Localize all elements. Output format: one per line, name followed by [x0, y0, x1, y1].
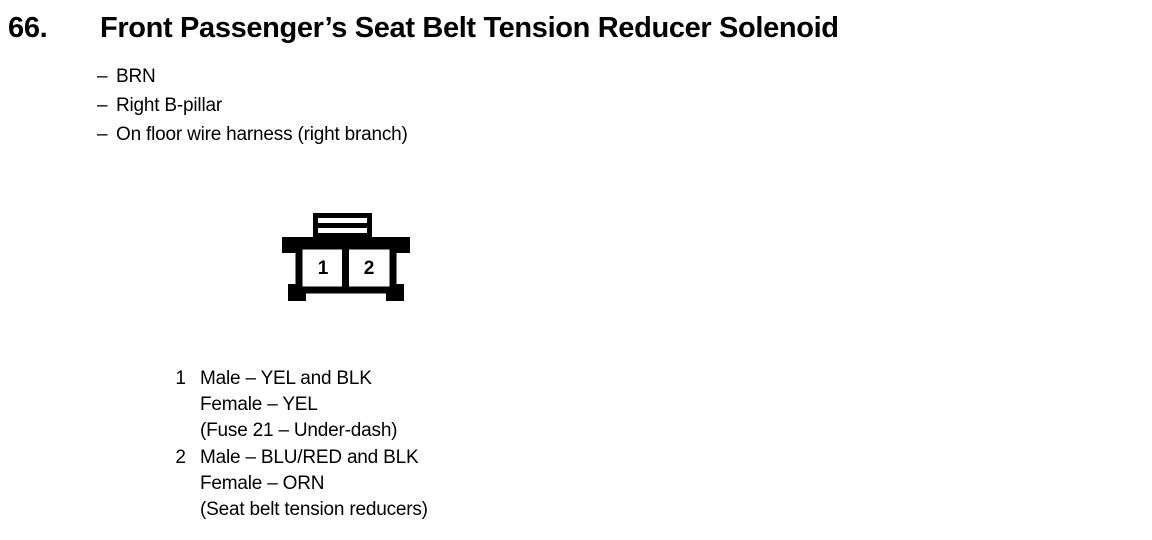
page-title: 66. Front Passenger’s Seat Belt Tension … — [0, 12, 1152, 52]
legend-line-note: (Seat belt tension reducers) — [200, 499, 428, 520]
entry-title-text: Front Passenger’s Seat Belt Tension Redu… — [100, 12, 839, 44]
spec-line: –BRN — [97, 62, 797, 91]
pin-divider — [342, 242, 349, 290]
legend-lines: Male – BLU/RED and BLK Female – ORN (Sea… — [200, 445, 760, 523]
spec-label: On floor wire harness (right branch) — [116, 124, 408, 145]
connector-outline-svg: 1 2 — [282, 213, 410, 301]
legend-line-male: Male – BLU/RED and BLK — [200, 447, 419, 468]
entry-number: 66. — [8, 12, 48, 44]
latch-tab — [313, 213, 372, 239]
legend-line-note: (Fuse 21 – Under-dash) — [200, 420, 398, 441]
legend-line-female: Female – YEL — [200, 394, 318, 415]
spec-label: Right B-pillar — [116, 95, 222, 116]
legend-index: 1 — [175, 368, 186, 389]
pin-label-1: 1 — [318, 258, 329, 279]
latch-slot-upper — [318, 218, 367, 223]
connector-diagram: 1 2 — [276, 206, 420, 308]
dash-marker: – — [97, 124, 108, 145]
spec-line: –Right B-pillar — [97, 91, 797, 120]
pin-label-2: 2 — [364, 258, 375, 279]
pin-legend: 1 Male – YEL and BLK Female – YEL (Fuse … — [160, 366, 760, 524]
spec-label: BRN — [116, 66, 156, 87]
legend-lines: Male – YEL and BLK Female – YEL (Fuse 21… — [200, 366, 760, 444]
legend-entry: 1 Male – YEL and BLK Female – YEL (Fuse … — [160, 366, 760, 444]
legend-line-female: Female – ORN — [200, 473, 325, 494]
legend-entry: 2 Male – BLU/RED and BLK Female – ORN (S… — [160, 445, 760, 523]
latch-slot-lower — [318, 228, 367, 233]
dash-marker: – — [97, 95, 108, 116]
dash-marker: – — [97, 66, 108, 87]
spec-line: –On floor wire harness (right branch) — [97, 120, 797, 149]
legend-index: 2 — [175, 447, 186, 468]
legend-line-male: Male – YEL and BLK — [200, 368, 372, 389]
spec-list: –BRN –Right B-pillar –On floor wire harn… — [97, 62, 797, 149]
